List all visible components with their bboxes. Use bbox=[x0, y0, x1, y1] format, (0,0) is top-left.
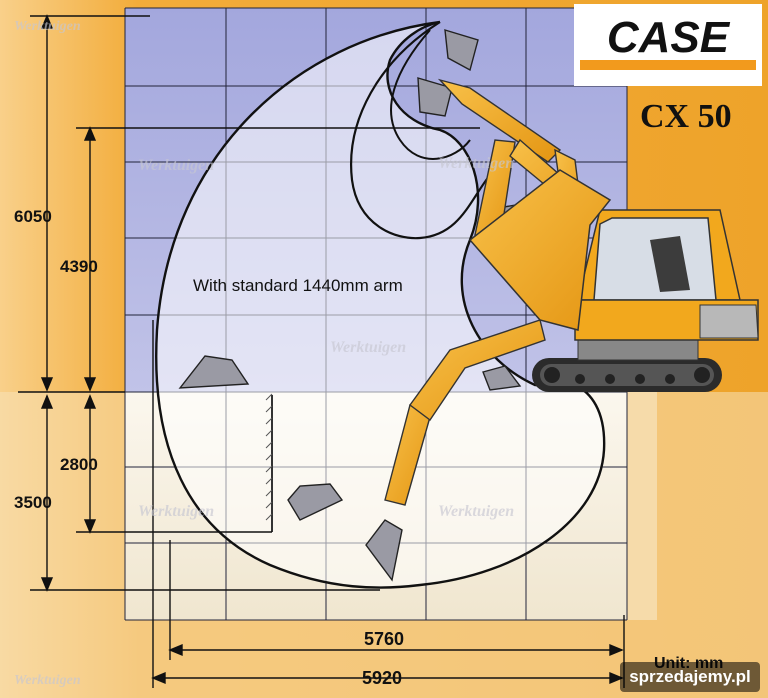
label-max-depth: 3500 bbox=[14, 493, 52, 512]
excavator-machine bbox=[468, 169, 759, 392]
inner-envelope-curve bbox=[350, 21, 491, 240]
bucket-front bbox=[482, 365, 522, 391]
watermark: Werktuigen bbox=[330, 339, 406, 356]
track-inner bbox=[540, 364, 714, 386]
bucket-ground bbox=[178, 355, 250, 389]
label-dump-height: 4390 bbox=[60, 257, 98, 276]
case-logo-mark: CASE bbox=[580, 13, 756, 70]
bucket-top bbox=[444, 29, 479, 72]
bucket-high bbox=[417, 77, 453, 117]
arm-top-stick bbox=[437, 78, 562, 163]
watermark: Werktuigen bbox=[438, 155, 514, 172]
counterweight bbox=[699, 304, 759, 339]
watermark: Werktuigen bbox=[138, 503, 214, 520]
arm-note: With standard 1440mm arm bbox=[193, 276, 403, 295]
inner-loop-curve bbox=[390, 29, 471, 160]
bucket-wall bbox=[287, 483, 344, 521]
ground-extension bbox=[627, 392, 657, 620]
case-logo-text: CASE bbox=[607, 13, 731, 62]
label-flat-depth: 2800 bbox=[60, 455, 98, 474]
bucket-deep bbox=[365, 519, 403, 582]
watermark: Werktuigen bbox=[14, 19, 81, 34]
undercarriage bbox=[577, 339, 699, 361]
arm-deep-boom bbox=[409, 319, 546, 422]
site-badge: sprzedajemy.pl bbox=[620, 662, 760, 692]
watermark: Werktuigen bbox=[138, 157, 214, 174]
label-ground-reach: 5760 bbox=[364, 629, 404, 649]
arm-positions bbox=[384, 78, 601, 506]
main-boom bbox=[468, 169, 612, 331]
wall-hatching bbox=[265, 393, 273, 521]
operator-seat bbox=[650, 236, 690, 292]
label-max-reach: 5920 bbox=[362, 668, 402, 688]
track-rollers bbox=[544, 367, 710, 384]
case-logo: CASE bbox=[574, 4, 762, 86]
label-max-height: 6050 bbox=[14, 207, 52, 226]
watermark: Werktuigen bbox=[14, 673, 81, 688]
dimension-lines bbox=[18, 14, 625, 688]
watermark: Werktuigen bbox=[438, 503, 514, 520]
model-name: CX 50 bbox=[640, 98, 732, 135]
